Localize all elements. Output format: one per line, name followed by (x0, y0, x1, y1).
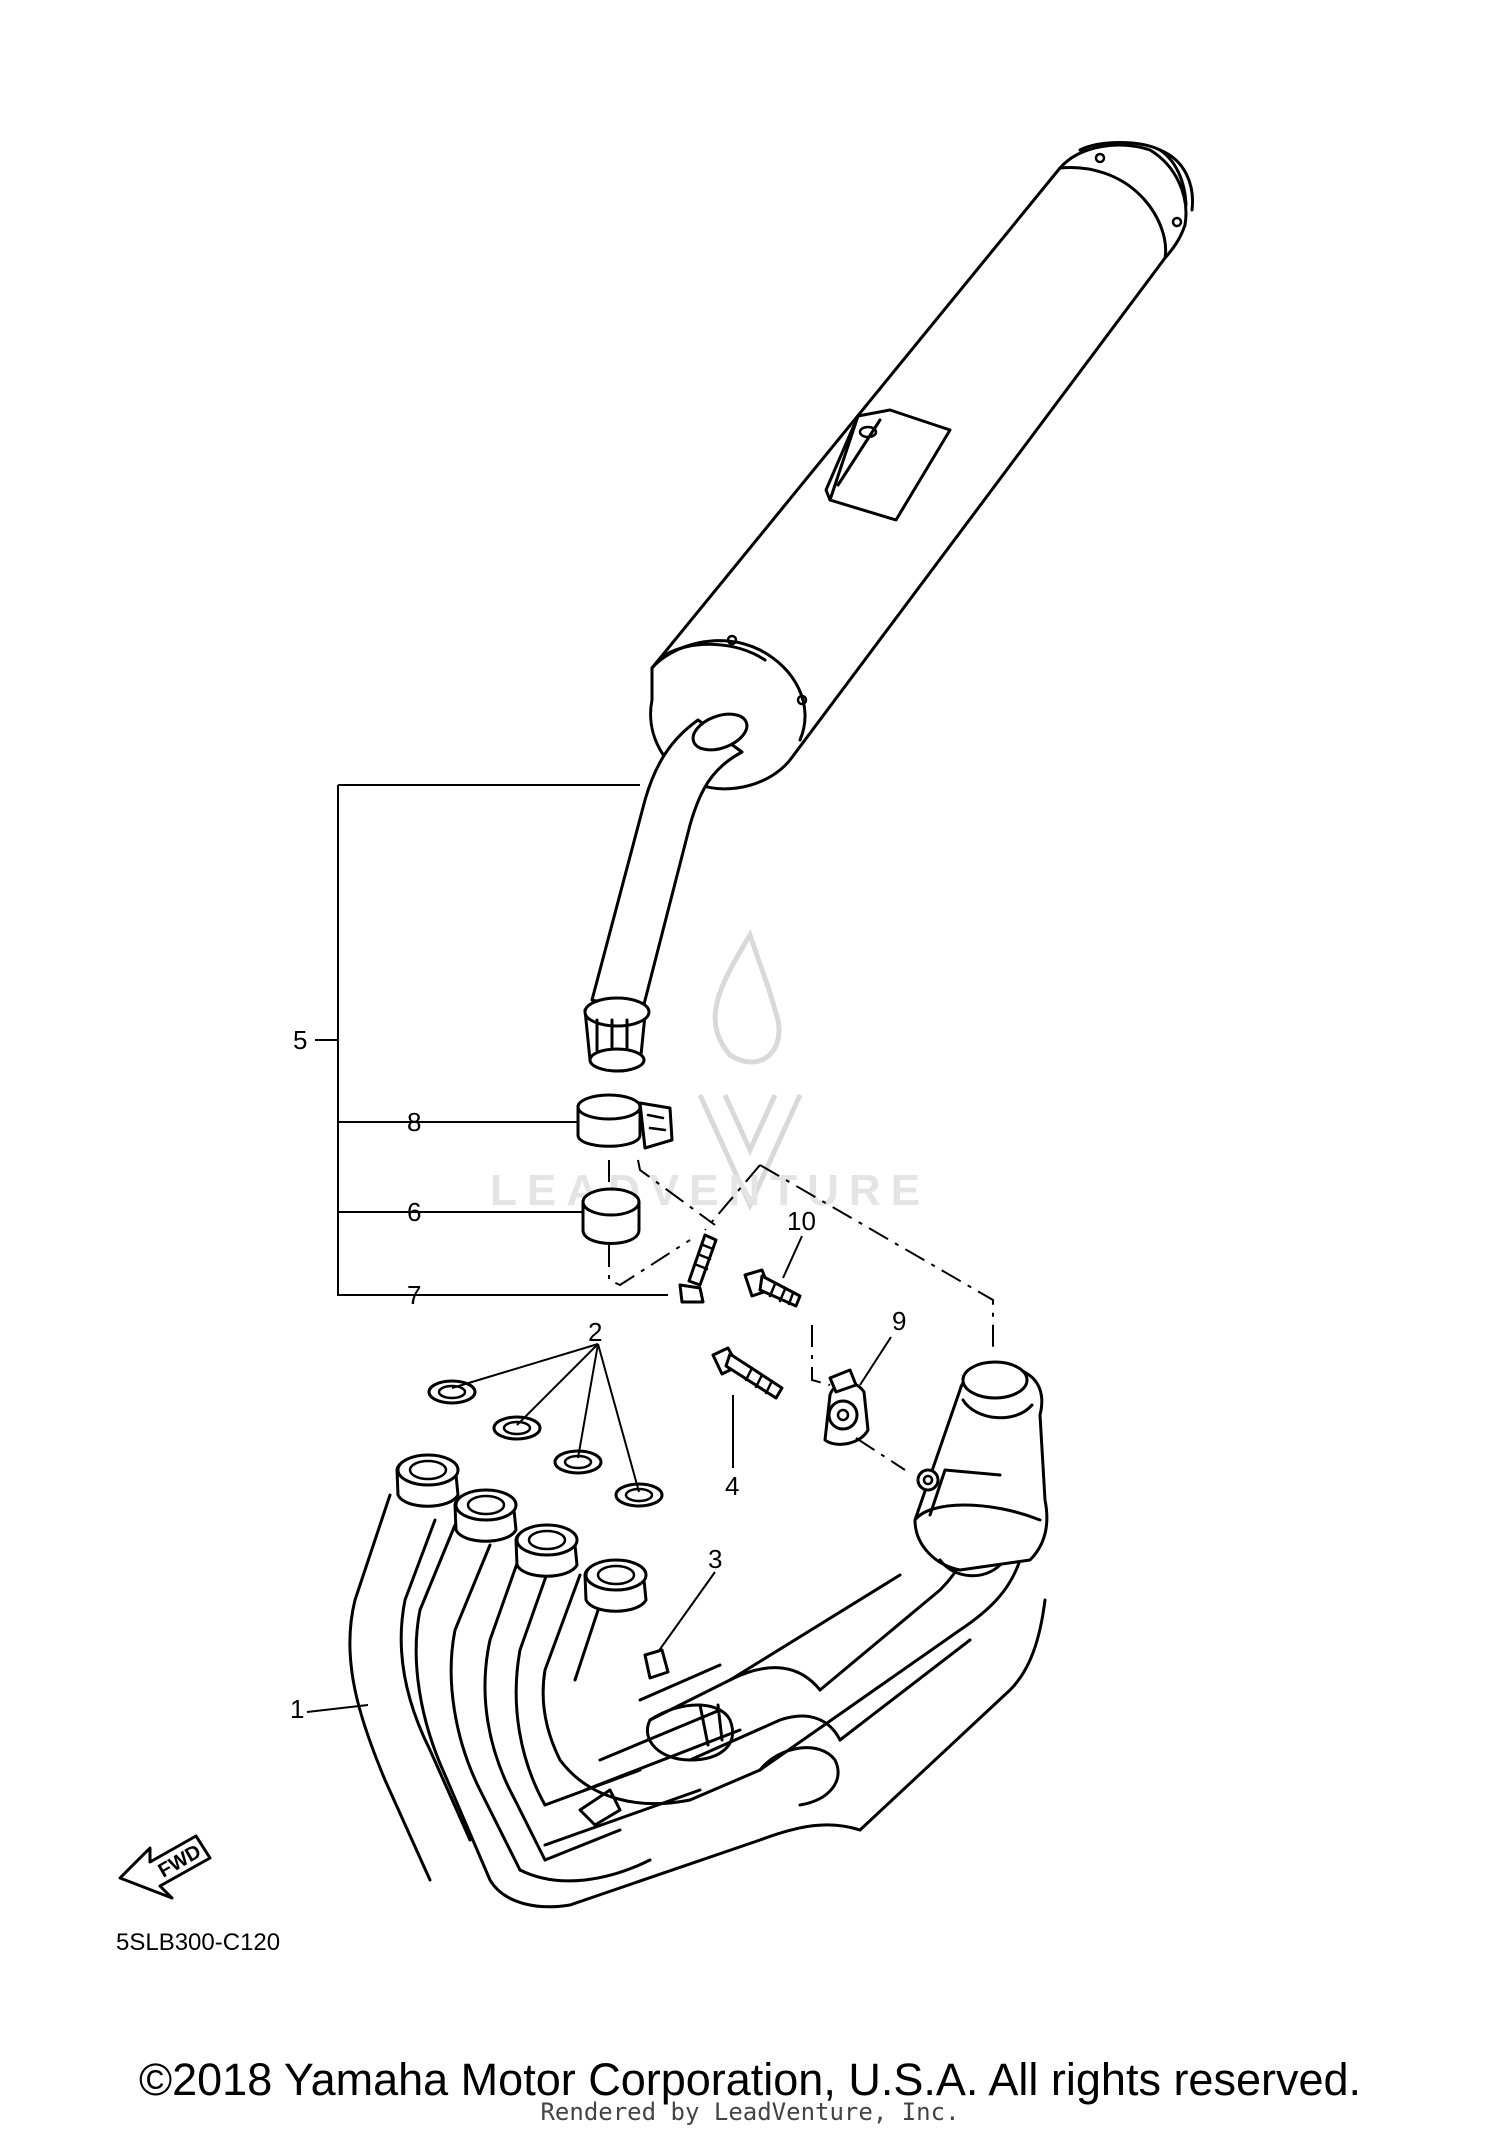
drawing-code: 5SLB300-C120 (116, 1929, 280, 1956)
bolt-7 (678, 1233, 718, 1304)
bolt-4 (711, 1346, 784, 1400)
fwd-arrow-icon: FWD (118, 1834, 212, 1900)
rendered-by-notice: Rendered by LeadVenture, Inc. (540, 2098, 960, 2126)
part-label-3: 3 (708, 1544, 722, 1574)
clamp (576, 1093, 674, 1150)
part-label-7: 7 (407, 1280, 421, 1310)
leader-lines (306, 784, 892, 1713)
link-pipe (583, 712, 749, 1073)
exhaust-header (348, 1360, 1049, 1909)
part-label-9: 9 (892, 1306, 906, 1336)
leadventure-watermark: LEADVENTURE (490, 929, 930, 1215)
part-label-4: 4 (725, 1471, 739, 1501)
part-label-6: 6 (407, 1197, 421, 1227)
part-label-10: 10 (787, 1206, 816, 1236)
copyright-notice: ©2018 Yamaha Motor Corporation, U.S.A. A… (138, 2054, 1362, 2105)
gasket (581, 1187, 641, 1245)
port-gaskets (427, 1379, 664, 1508)
watermark-text: LEADVENTURE (490, 1166, 930, 1215)
part-number-labels: 1 2 3 4 5 6 7 8 9 10 (290, 1025, 906, 1724)
part-label-5: 5 (293, 1025, 307, 1055)
assembly-guide-lines (608, 1159, 994, 1471)
part-label-1: 1 (290, 1694, 304, 1724)
nut-3 (643, 1648, 670, 1680)
part-label-8: 8 (407, 1107, 421, 1137)
part-label-2: 2 (588, 1317, 602, 1347)
bolt-10 (743, 1268, 802, 1308)
bracket-9 (823, 1368, 870, 1446)
muffler (649, 141, 1195, 791)
